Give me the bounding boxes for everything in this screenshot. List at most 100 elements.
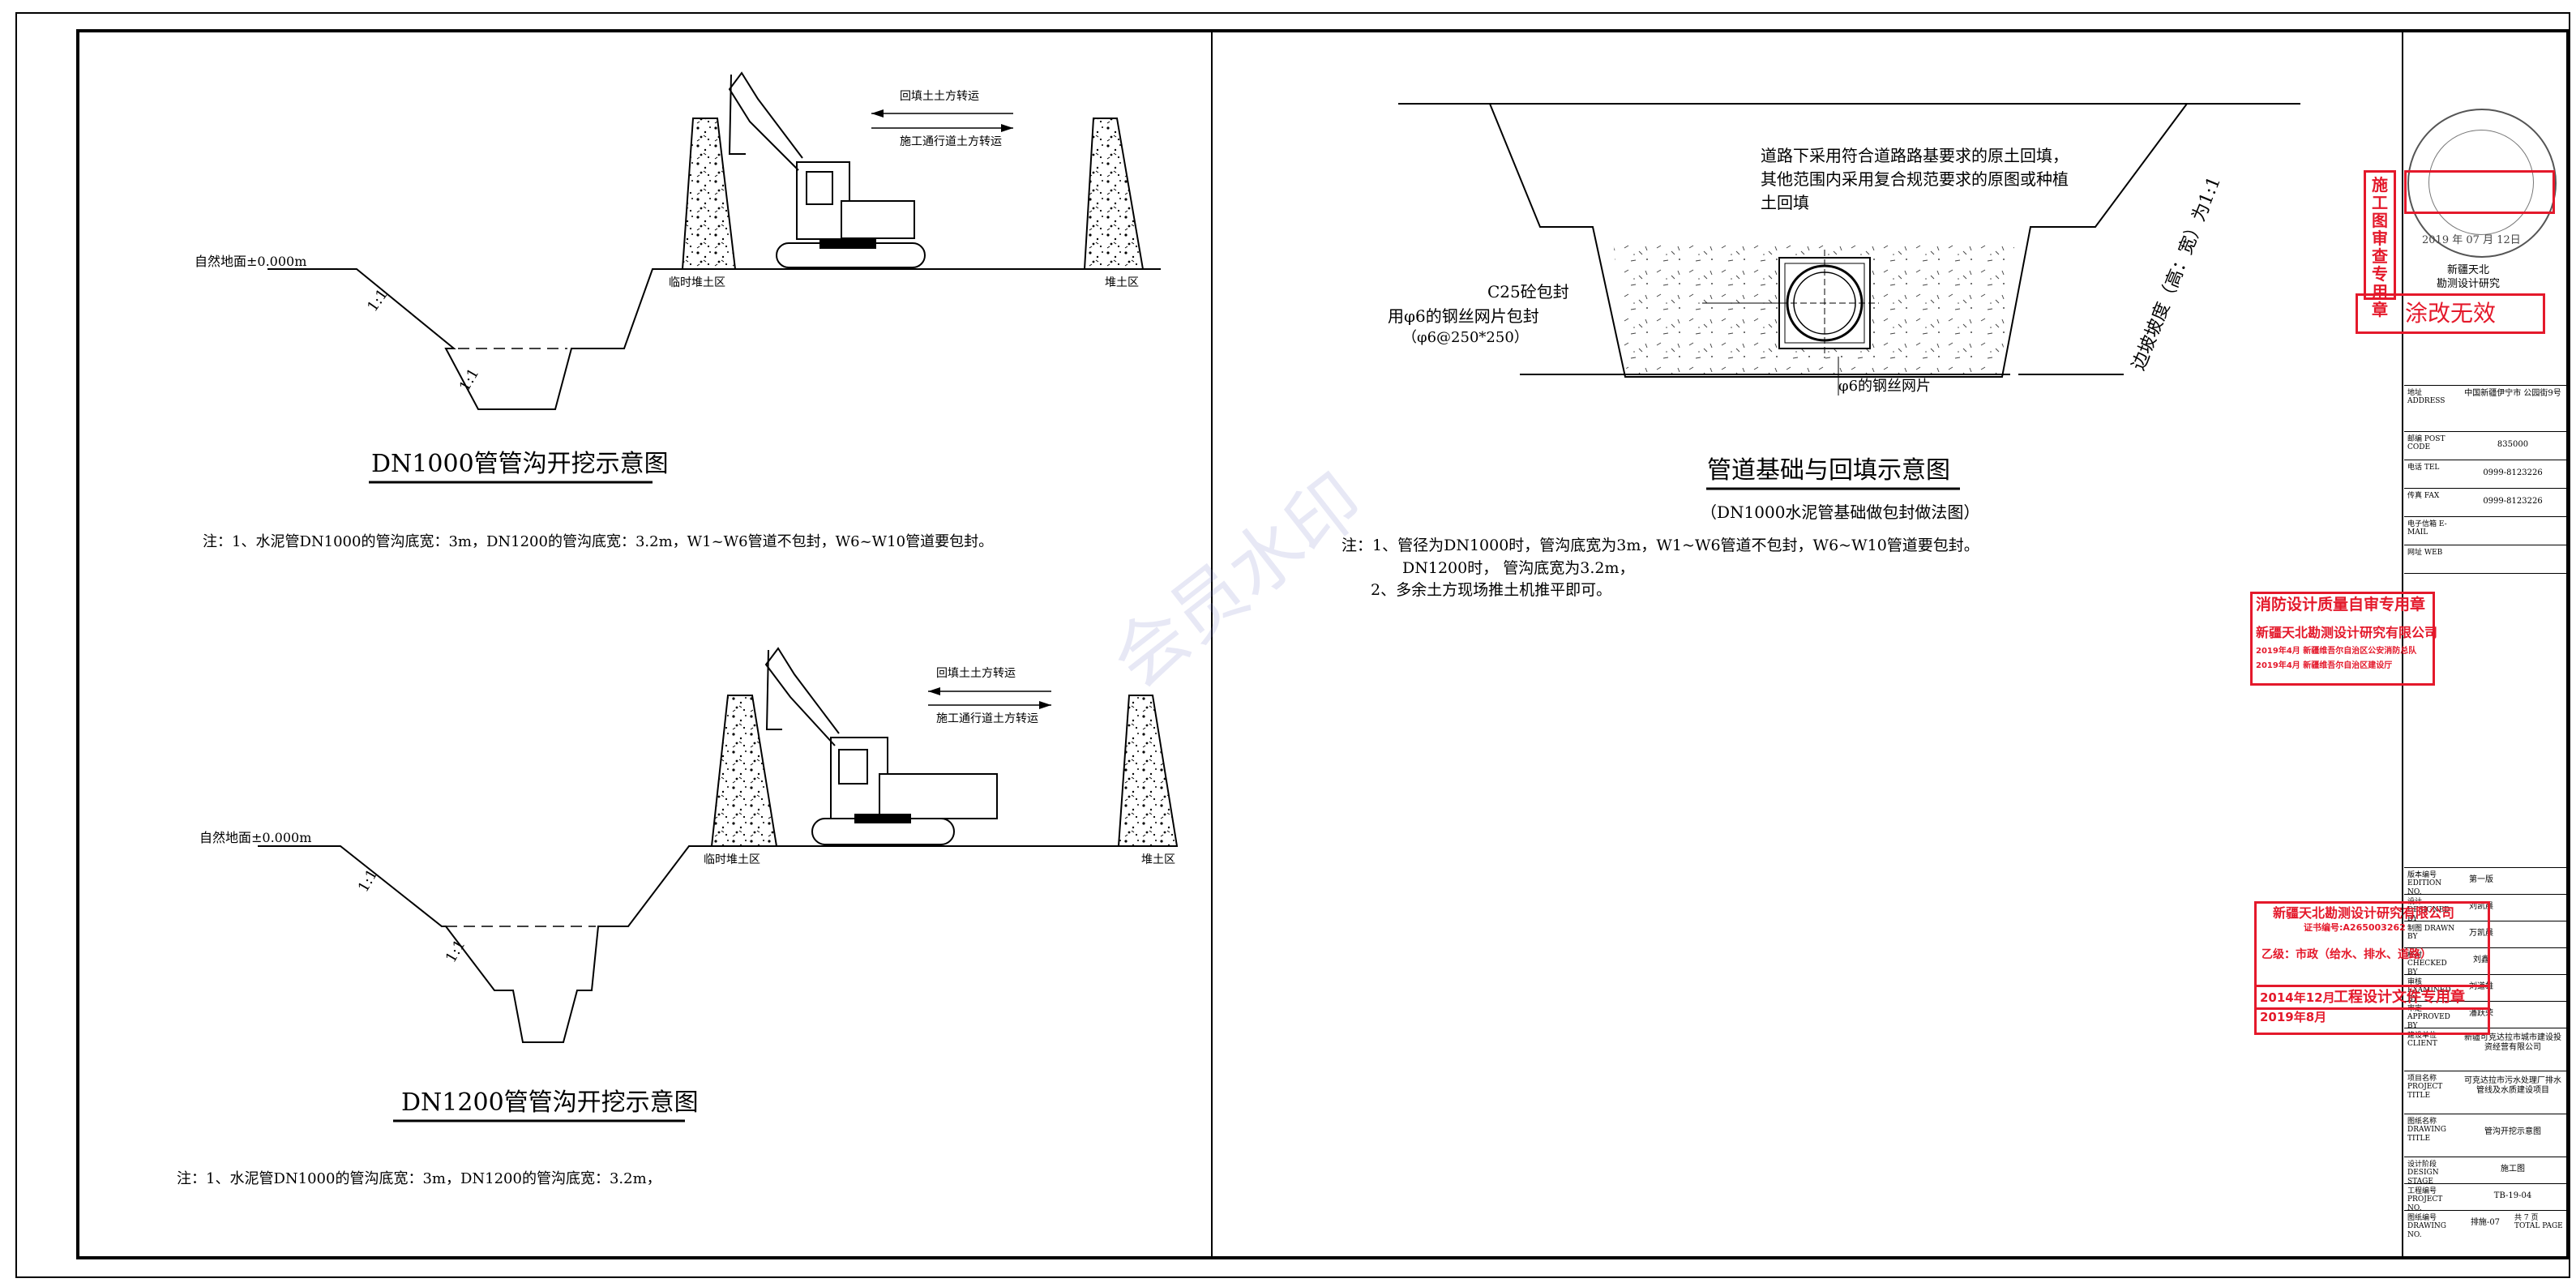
- edition-value: 第一版: [2469, 875, 2493, 884]
- job-value: TB-19-04: [2493, 1191, 2532, 1200]
- dn1000-title: DN1000管管沟开挖示意图: [371, 450, 669, 478]
- foundation-title: 管道基础与回填示意图: [1707, 456, 1950, 485]
- info-row-email: 电子信箱 E-MAIL: [2404, 517, 2566, 545]
- edition-label: 版本编号 EDITION NO.: [2407, 871, 2442, 896]
- inner-border: [76, 29, 2570, 1259]
- company-short: 新疆天北 勘测设计研究: [2437, 264, 2500, 292]
- info-row-address: 地址 ADDRESS 中国新疆伊宁市 公园街9号: [2404, 386, 2566, 432]
- fire-stamp: 消防设计质量自审专用章 新疆天北勘测设计研究有限公司 2019年4月 新疆维吾尔…: [2250, 592, 2437, 686]
- project-label: 项目名称 PROJECT TITLE: [2407, 1075, 2443, 1100]
- ground-label-bottom: 自然地面±0.000m: [199, 830, 312, 845]
- info-value-postcode: 835000: [2497, 440, 2529, 449]
- info-row-web: 网址 WEB: [2404, 545, 2566, 574]
- role-row-drawer: 制图 DRAWN BY 万凯晨: [2404, 921, 2566, 948]
- mesh-bottom-label: φ6的钢丝网片: [1838, 378, 1932, 395]
- foundation-notes: 注：1、管径为DN1000时，管沟底宽为3m，W1~W6管道不包封，W6~W10…: [1341, 535, 1979, 602]
- stage-label: 设计阶段 DESIGN STAGE: [2407, 1161, 2439, 1186]
- design-stamp-company: 新疆天北勘测设计研究有限公司: [2273, 905, 2455, 921]
- info-value-web: [2459, 545, 2566, 573]
- design-stamp-date: 2014年12月: [2260, 990, 2335, 1005]
- design-stamp-2: 2014年12月 工程设计文件专用章 2019年8月: [2254, 985, 2490, 1035]
- info-row-postcode: 邮编 POST CODE 835000: [2404, 432, 2566, 460]
- backfill-line-2: 其他范围内采用复合规范要求的原图或种植: [1761, 169, 2069, 189]
- pile-label-top: 堆土区: [1105, 276, 1139, 289]
- edition-row: 版本编号 EDITION NO. 第一版: [2404, 868, 2566, 896]
- info-value-address: 中国新疆伊宁市 公园街9号: [2464, 389, 2561, 398]
- temp-pile-label-top: 临时堆土区: [669, 276, 725, 289]
- dn1200-note: 注：1、水泥管DN1000的管沟底宽：3m，DN1200的管沟底宽：3.2m，: [177, 1170, 661, 1187]
- c25-label: C25砼包封: [1487, 282, 1569, 301]
- mesh-label-2: （φ6@250*250）: [1402, 329, 1529, 346]
- foundation-note-1: 注：1、管径为DN1000时，管沟底宽为3m，W1~W6管道不包封，W6~W10…: [1341, 537, 1979, 554]
- pipe-foundation: [1398, 103, 2300, 396]
- design-stamp-date2: 2019年8月: [2260, 1010, 2327, 1024]
- role-value-approver: 潘跃荣: [2469, 1009, 2493, 1018]
- backfill-line-3: 土回填: [1761, 193, 1809, 212]
- stage-value: 施工图: [2501, 1165, 2525, 1174]
- total-pages: 共 7 页 TOTAL PAGE: [2514, 1214, 2563, 1231]
- drawing-row: 图纸名称 DRAWING TITLE 管沟开挖示意图: [2404, 1114, 2566, 1157]
- info-label-postcode: 邮编 POST CODE: [2407, 435, 2445, 452]
- design-stamp-cert: 证书编号:A265003262: [2304, 922, 2406, 933]
- review-month: 年 07: [2452, 234, 2480, 246]
- info-label-tel: 电话 TEL: [2407, 464, 2440, 472]
- title-block: 施工图审查专用章 2019 年 07 月 12日 新疆天北 勘测设计研究 涂改无…: [2250, 32, 2566, 1256]
- design-stamp-title: 工程设计文件专用章: [2334, 989, 2465, 1006]
- info-value-tel: 0999-8123226: [2483, 468, 2543, 477]
- job-row: 工程编号 PROJECT NO. TB-19-04: [2404, 1184, 2566, 1212]
- role-value-designer: 刘凯晨: [2469, 902, 2493, 911]
- arrow-label-bottom-2: 施工通行道土方转运: [936, 712, 1038, 725]
- sheet-label: 图纸编号 DRAWING NO.: [2407, 1214, 2446, 1239]
- review-date: 2019 年 07 月 12日: [2422, 235, 2521, 246]
- info-label-email: 电子信箱 E-MAIL: [2407, 520, 2447, 537]
- review-stamp: 施工图审查专用章: [2364, 170, 2396, 319]
- design-stamp: 新疆天北勘测设计研究有限公司 证书编号:A265003262 乙级：市政（给水、…: [2254, 901, 2490, 1010]
- project-row: 项目名称 PROJECT TITLE 可克达拉市污水处理厂排水管线及水质建设项目: [2404, 1071, 2566, 1114]
- info-label-web: 网址 WEB: [2407, 549, 2443, 557]
- client-value: 新疆可克达拉市城市建设投资经营有限公司: [2464, 1033, 2561, 1052]
- foundation-note-2: DN1200时， 管沟底宽为3.2m，: [1402, 558, 1635, 577]
- sheet-row: 图纸编号 DRAWING NO. 排施-07 共 7 页 TOTAL PAGE: [2404, 1211, 2566, 1239]
- info-label-fax: 传真 FAX: [2407, 492, 2440, 500]
- arrow-label-top-1: 回填土土方转运: [900, 90, 979, 103]
- dn1200-title: DN1200管管沟开挖示意图: [401, 1088, 699, 1117]
- info-row-fax: 传真 FAX 0999-8123226: [2404, 489, 2566, 517]
- review-seal: [2407, 109, 2557, 258]
- outer-border: [15, 12, 2570, 1278]
- fire-stamp-line1: 2019年4月 新疆维吾尔自治区公安消防总队: [2256, 647, 2417, 656]
- role-row-checker: 校对 CHECKED BY 刘鑫: [2404, 948, 2566, 977]
- role-value-checker: 刘鑫: [2473, 956, 2489, 964]
- arrow-label-top-2: 施工通行道土方转运: [900, 135, 1002, 148]
- foundation-note-3: 2、多余土方现场推土机推平即可。: [1371, 581, 1612, 600]
- info-value-fax: 0999-8123226: [2483, 497, 2543, 506]
- mesh-label-1: 用φ6的钢丝网片包封: [1388, 306, 1539, 326]
- review-date-box: [2404, 170, 2555, 214]
- role-label-examiner: 审核 EXAMINED BY: [2407, 978, 2451, 1003]
- review-day: 月 12日: [2483, 234, 2521, 246]
- client-label: 建设单位 CLIENT: [2407, 1032, 2437, 1049]
- role-label-checker: 校对 CHECKED BY: [2407, 951, 2447, 977]
- info-table: 地址 ADDRESS 中国新疆伊宁市 公园街9号 邮编 POST CODE 83…: [2404, 385, 2566, 574]
- role-label-drawer: 制图 DRAWN BY: [2407, 925, 2455, 942]
- role-value-drawer: 万凯晨: [2469, 929, 2493, 938]
- design-stamp-grade: 乙级：市政（给水、排水、道路）: [2261, 948, 2432, 961]
- invalid-stamp: 涂改无效: [2356, 293, 2545, 334]
- info-row-tel: 电话 TEL 0999-8123226: [2404, 460, 2566, 489]
- dn1000-note: 注：1、水泥管DN1000的管沟底宽：3m，DN1200的管沟底宽：3.2m，W…: [203, 533, 994, 550]
- info-label-address: 地址 ADDRESS: [2407, 389, 2445, 406]
- drawing-label: 图纸名称 DRAWING TITLE: [2407, 1118, 2446, 1143]
- backfill-line-1: 道路下采用符合道路路基要求的原土回填，: [1761, 146, 2069, 165]
- company-short-1: 新疆天北: [2447, 264, 2490, 276]
- stage-row: 设计阶段 DESIGN STAGE 施工图: [2404, 1157, 2566, 1186]
- fire-stamp-line2: 2019年4月 新疆维吾尔自治区建设厅: [2256, 661, 2393, 670]
- review-seal-inner: [2428, 130, 2534, 235]
- temp-pile-label-bottom: 临时堆土区: [704, 853, 760, 866]
- backfill-note: 道路下采用符合道路路基要求的原土回填， 其他范围内采用复合规范要求的原图或种植 …: [1761, 144, 2069, 215]
- dn1200-trench: [258, 647, 1179, 1043]
- pile-label-bottom: 堆土区: [1141, 853, 1175, 866]
- drawing-value: 管沟开挖示意图: [2484, 1127, 2541, 1136]
- project-value: 可克达拉市污水处理厂排水管线及水质建设项目: [2464, 1076, 2561, 1095]
- job-label: 工程编号 PROJECT NO.: [2407, 1187, 2443, 1212]
